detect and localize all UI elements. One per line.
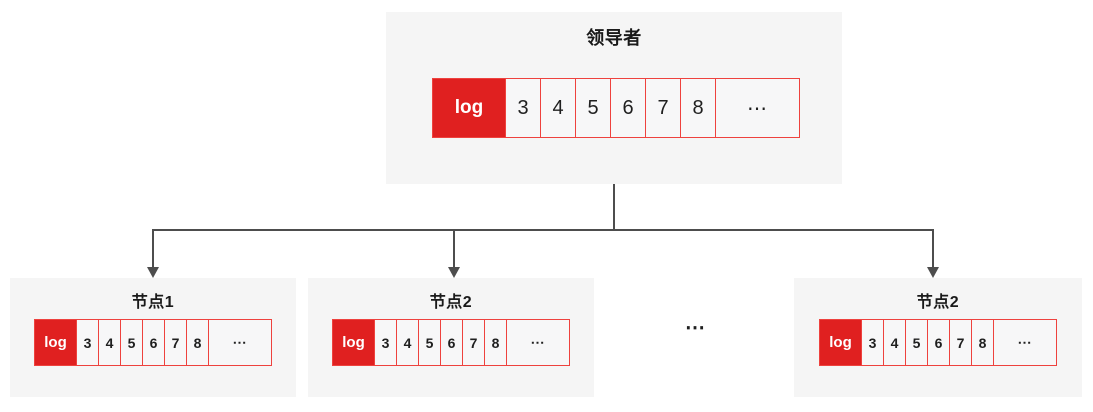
log-ellipsis-cell: ⋯ <box>506 320 569 365</box>
leader-log-row: log 3 4 5 6 7 8 ⋯ <box>432 78 800 138</box>
arrow-down-icon <box>927 267 939 278</box>
log-entry-cell: 4 <box>396 320 418 365</box>
node-panel-1: 节点1 log 3 4 5 6 7 8 ⋯ <box>10 278 296 397</box>
node-title: 节点2 <box>916 294 960 311</box>
log-entry-cell: 3 <box>505 79 540 137</box>
log-entry-cell: 4 <box>540 79 575 137</box>
log-entry-cell: 8 <box>971 320 993 365</box>
log-label-cell: log <box>433 79 505 137</box>
node-title: 节点2 <box>429 294 473 311</box>
node-panel-2: 节点2 log 3 4 5 6 7 8 ⋯ <box>308 278 594 397</box>
nodes-separator-ellipsis: ⋯ <box>685 317 707 339</box>
log-entry-cell: 7 <box>164 320 186 365</box>
node-log-row: log 3 4 5 6 7 8 ⋯ <box>34 319 272 366</box>
log-entry-cell: 5 <box>418 320 440 365</box>
node-log-row: log 3 4 5 6 7 8 ⋯ <box>819 319 1057 366</box>
log-entry-cell: 4 <box>883 320 905 365</box>
leader-title: 领导者 <box>586 28 642 48</box>
log-entry-cell: 6 <box>142 320 164 365</box>
log-entry-cell: 5 <box>575 79 610 137</box>
arrow-down-icon <box>448 267 460 278</box>
leader-panel: 领导者 log 3 4 5 6 7 8 ⋯ <box>386 12 842 184</box>
log-entry-cell: 7 <box>645 79 680 137</box>
log-entry-cell: 8 <box>680 79 715 137</box>
node-panel-3: 节点2 log 3 4 5 6 7 8 ⋯ <box>794 278 1082 397</box>
log-ellipsis-cell: ⋯ <box>715 79 799 137</box>
connector-lines <box>152 184 934 269</box>
node-log-row: log 3 4 5 6 7 8 ⋯ <box>332 319 570 366</box>
log-entry-cell: 6 <box>440 320 462 365</box>
log-entry-cell: 3 <box>76 320 98 365</box>
log-ellipsis-cell: ⋯ <box>993 320 1056 365</box>
log-entry-cell: 7 <box>462 320 484 365</box>
log-entry-cell: 8 <box>186 320 208 365</box>
arrow-down-icon <box>147 267 159 278</box>
log-entry-cell: 5 <box>905 320 927 365</box>
log-entry-cell: 3 <box>861 320 883 365</box>
node-title: 节点1 <box>131 294 175 311</box>
log-entry-cell: 6 <box>927 320 949 365</box>
log-entry-cell: 4 <box>98 320 120 365</box>
log-entry-cell: 7 <box>949 320 971 365</box>
log-label-cell: log <box>35 320 76 365</box>
log-entry-cell: 6 <box>610 79 645 137</box>
log-entry-cell: 3 <box>374 320 396 365</box>
log-label-cell: log <box>820 320 861 365</box>
log-ellipsis-cell: ⋯ <box>208 320 271 365</box>
log-entry-cell: 5 <box>120 320 142 365</box>
log-label-cell: log <box>333 320 374 365</box>
log-entry-cell: 8 <box>484 320 506 365</box>
